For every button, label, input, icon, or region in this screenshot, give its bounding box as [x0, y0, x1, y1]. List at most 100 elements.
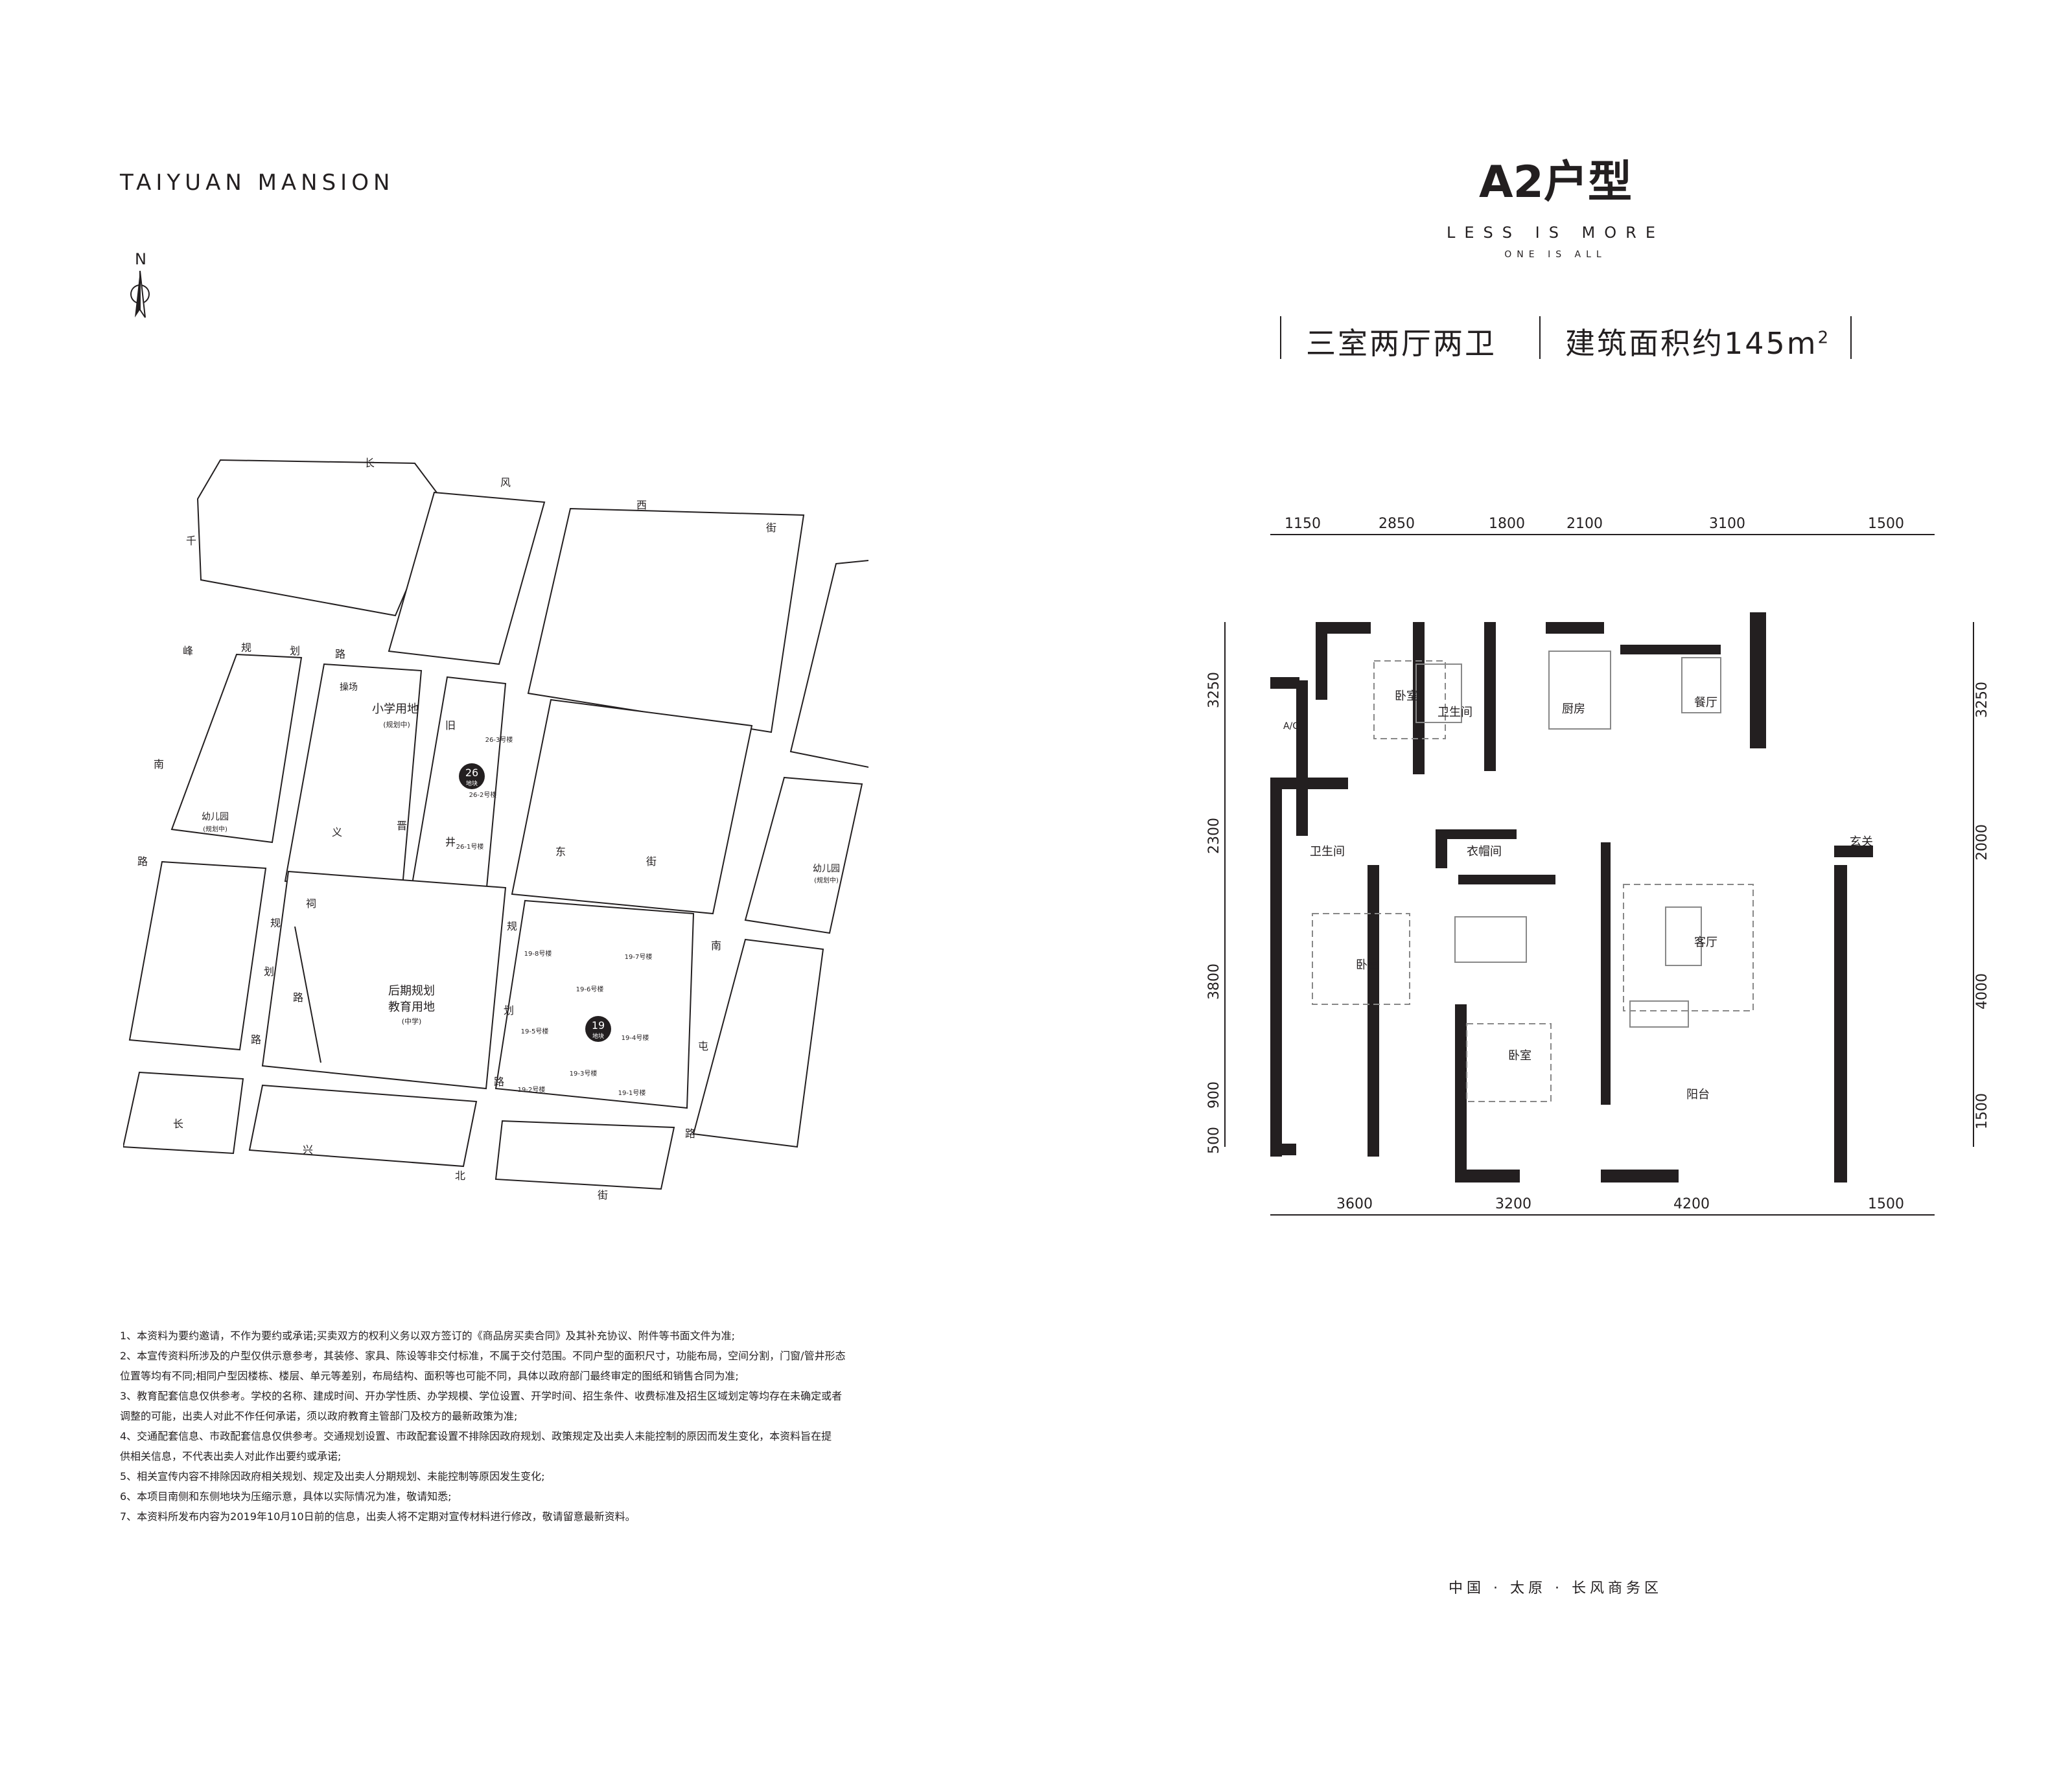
kindergarten-label: 幼儿园 [813, 864, 840, 874]
road-char: 屯 [698, 1040, 708, 1052]
kindergarten-label: 幼儿园 [202, 812, 229, 822]
note-line: 供相关信息，不代表出卖人对此作出要约或承诺; [120, 1450, 342, 1462]
floor-area: 建筑面积约145m2 [1565, 326, 1831, 361]
kindergarten-note: (规划中) [203, 825, 227, 833]
road-char: 井 [445, 836, 456, 848]
road-char: 千 [186, 535, 196, 547]
road-char: 路 [293, 991, 303, 1004]
room-bedroom: 卧室 [1395, 689, 1418, 703]
building-label: 19-7号楼 [625, 952, 653, 961]
note-line: 6、本项目南侧和东侧地块为压缩示意，具体以实际情况为准，敬请知悉; [120, 1490, 452, 1503]
road-char: 路 [685, 1127, 695, 1140]
road-char: 规 [507, 920, 517, 932]
road-char: 路 [137, 855, 148, 868]
dim-label: 3800 [1206, 963, 1222, 1000]
room-foyer: 玄关 [1850, 835, 1873, 849]
building-label: 19-2号楼 [518, 1085, 546, 1094]
footer-location: 中国 · 太原 · 长风商务区 [1449, 1580, 1662, 1597]
dim-label: 3600 [1336, 1196, 1373, 1212]
road-char: 东 [555, 846, 566, 858]
walls [1270, 612, 1873, 1182]
dim-label: 2850 [1379, 516, 1415, 532]
room-living: 客厅 [1694, 936, 1717, 949]
road-char: 路 [494, 1076, 504, 1088]
room-bathroom: 卫生间 [1438, 706, 1473, 719]
road-char: 路 [251, 1033, 261, 1046]
future-plan-label: 后期规划 [388, 984, 435, 998]
building-label: 26-1号楼 [456, 842, 484, 851]
dim-label: 3100 [1709, 516, 1745, 532]
note-line: 调整的可能，出卖人对此不作任何承诺，须以政府教育主管部门及校方的最新政策为准; [120, 1410, 518, 1422]
compass: N [130, 250, 150, 318]
plot-number: 26 [465, 767, 478, 779]
road-char: 街 [646, 855, 657, 868]
note-line: 1、本资料为要约邀请，不作为要约或承诺;买卖双方的权利义务以双方签订的《商品房买… [120, 1330, 735, 1342]
road-char: 划 [504, 1004, 514, 1017]
building-label: 19-6号楼 [576, 985, 604, 993]
road-char: 旧 [445, 719, 456, 732]
dimension-lines [1224, 534, 1974, 1216]
dim-label: 2300 [1206, 818, 1222, 854]
room-dining: 餐厅 [1694, 696, 1717, 709]
plot-markers [459, 763, 611, 1042]
plot-number: 19 [592, 1019, 605, 1032]
road-char: 南 [154, 758, 164, 770]
dim-label: 2100 [1566, 516, 1603, 532]
spec-divider [1539, 316, 1541, 359]
building-label: 26-2号楼 [469, 790, 497, 799]
floor-plan: 1150 2850 1800 2100 3100 1500 3600 3200 … [1206, 516, 1990, 1216]
note-line: 2、本宣传资料所涉及的户型仅供示意参考，其装修、家具、陈设等非交付标准，不属于交… [120, 1350, 846, 1362]
road-char: 祠 [306, 897, 316, 910]
spec-divider [1280, 316, 1281, 359]
road-char: 峰 [183, 645, 193, 657]
school-label: 小学用地 [372, 702, 419, 716]
road-char: 街 [766, 522, 776, 534]
note-line: 5、相关宣传内容不排除因政府相关规划、规定及出卖人分期规划、未能控制等原因发生变… [120, 1470, 545, 1482]
road-char: 南 [711, 940, 721, 952]
building-label: 19-8号楼 [524, 949, 552, 958]
dim-label: 900 [1206, 1081, 1222, 1109]
plot-labels: 操场 小学用地 (规划中) 幼儿园 (规划中) 幼儿园 (规划中) 后期规划 教… [202, 682, 840, 1097]
note-line: 3、教育配套信息仅供参考。学校的名称、建成时间、开办学性质、办学规模、学位设置、… [120, 1390, 843, 1402]
building-label: 19-5号楼 [521, 1027, 549, 1035]
room-bedroom: 卧室 [1508, 1049, 1531, 1063]
road-char: 晋 [397, 820, 407, 832]
dim-label: 1150 [1285, 516, 1321, 532]
plot-sub: 地块 [466, 779, 478, 787]
dim-label: 3250 [1206, 672, 1222, 708]
site-labels: 长 风 西 街 千 峰 南 路 规 划 路 旧 晋 祠 路 义 井 东 街 新 … [137, 457, 776, 1201]
room-layout: 三室两厅两卫 [1306, 326, 1496, 361]
road-char: 划 [264, 965, 274, 978]
road-char: 街 [598, 1189, 608, 1201]
dimension-labels: 1150 2850 1800 2100 3100 1500 3600 3200 … [1206, 516, 1990, 1212]
building-label: 19-1号楼 [618, 1089, 646, 1097]
ac-unit-label: A/C [1283, 721, 1299, 732]
room-bedroom: 卧室 [1356, 958, 1379, 972]
building-label: 19-4号楼 [622, 1033, 649, 1042]
dim-label: 3250 [1974, 682, 1990, 718]
furniture-outlines [1312, 651, 1754, 1102]
future-plan-note: (中学) [402, 1017, 422, 1026]
road-char: 风 [500, 476, 511, 489]
road-char: 北 [455, 1170, 465, 1182]
room-cloakroom: 衣帽间 [1467, 845, 1502, 859]
brand-title: TAIYUAN MANSION [120, 170, 395, 196]
tagline: LESS IS MORE [1446, 224, 1664, 242]
dim-label: 1500 [1868, 1196, 1904, 1212]
note-line: 7、本资料所发布内容为2019年10月10日前的信息，出卖人将不定期对宣传材料进… [120, 1510, 636, 1523]
dim-label: 1800 [1489, 516, 1525, 532]
playground-label: 操场 [340, 682, 358, 693]
room-labels: 卧室 卫生间 厨房 餐厅 卫生间 玄关 衣帽间 卧室 客厅 卧室 阳台 A/C [1283, 689, 1873, 1102]
north-arrow-icon [130, 270, 150, 318]
road-char: 长 [173, 1118, 183, 1130]
room-bathroom: 卫生间 [1310, 845, 1345, 859]
road-char: 长 [364, 457, 375, 469]
dim-label: 4000 [1974, 973, 1990, 1009]
road-char: 义 [332, 826, 342, 838]
sub-tagline: ONE IS ALL [1504, 249, 1607, 260]
note-line: 4、交通配套信息、市政配套信息仅供参考。交通规划设置、市政配套设置不排除因政府规… [120, 1430, 832, 1442]
dim-label: 2000 [1974, 824, 1990, 860]
kindergarten-note: (规划中) [814, 876, 839, 884]
road-char: 规 [270, 917, 281, 929]
spec-divider [1850, 316, 1852, 359]
